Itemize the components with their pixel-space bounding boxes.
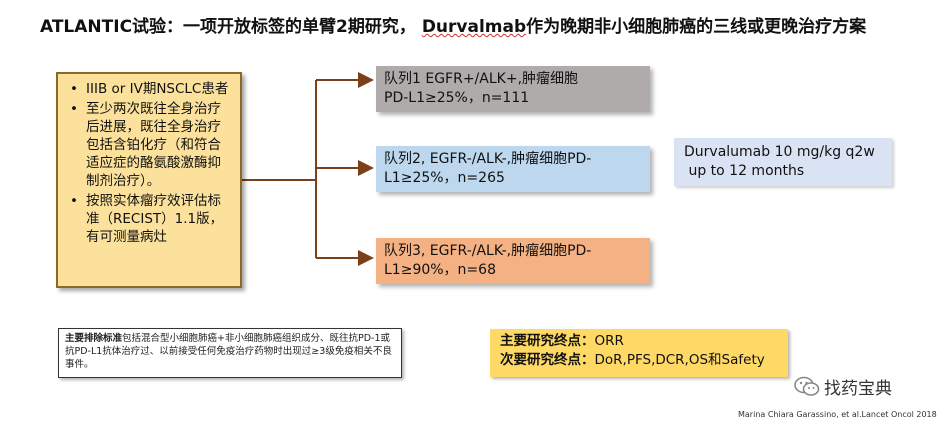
primary-endpoint-label: 主要研究终点： bbox=[500, 333, 595, 349]
cohort-3-box: 队列3, EGFR-/ALK-,肿瘤细胞PD- L1≥90%，n=68 bbox=[376, 238, 650, 284]
dose-line2: up to 12 months bbox=[684, 163, 805, 179]
inclusion-item: •按照实体瘤疗效评估标准（RECIST）1.1版，有可测量病灶 bbox=[70, 193, 224, 245]
exclusion-criteria-box: 主要排除标准包括混合型小细胞肺癌+非小细胞肺癌组织成分、既往抗PD-1或抗PD-… bbox=[58, 328, 402, 378]
wechat-icon bbox=[794, 376, 820, 396]
bullet-icon: • bbox=[70, 193, 78, 209]
dose-box: Durvalumab 10 mg/kg q2w up to 12 months bbox=[674, 138, 892, 186]
secondary-endpoint-value: DoR,PFS,DCR,OS和Safety bbox=[594, 352, 765, 368]
inclusion-item: •IIIB or IV期NSCLC患者 bbox=[70, 81, 229, 97]
endpoints-box: 主要研究终点：ORR 次要研究终点：DoR,PFS,DCR,OS和Safety bbox=[490, 329, 788, 377]
primary-endpoint: 主要研究终点：ORR bbox=[500, 332, 778, 351]
inclusion-criteria-box: •IIIB or IV期NSCLC患者 •至少两次既往全身治疗后进展，既往全身治… bbox=[56, 72, 242, 288]
cohort-2-line1: 队列2, EGFR-/ALK-,肿瘤细胞PD- bbox=[384, 151, 592, 167]
title-prefix: ATLANTIC试验：一项开放标签的单臂2期研究， bbox=[40, 17, 416, 37]
cohort-3-line2: L1≥90%，n=68 bbox=[384, 262, 496, 278]
cohort-1-line1: 队列1 EGFR+/ALK+,肿瘤细胞 bbox=[384, 71, 579, 87]
bullet-icon: • bbox=[70, 101, 78, 117]
page-title: ATLANTIC试验：一项开放标签的单臂2期研究， Durvalmab作为晚期非… bbox=[40, 12, 920, 37]
citation: Marina Chiara Garassino, et al.Lancet On… bbox=[738, 410, 937, 419]
brand-name: 找药宝典 bbox=[824, 379, 892, 399]
inclusion-list: •IIIB or IV期NSCLC患者 •至少两次既往全身治疗后进展，既往全身治… bbox=[70, 80, 234, 246]
dose-line1: Durvalumab 10 mg/kg q2w bbox=[684, 144, 875, 160]
inclusion-item: •至少两次既往全身治疗后进展，既往全身治疗包括含铂化疗（和符合适应症的酪氨酸激酶… bbox=[70, 101, 221, 189]
cohort-1-line2: PD-L1≥25%，n=111 bbox=[384, 90, 530, 106]
bullet-icon: • bbox=[70, 81, 78, 97]
exclusion-text: 包括混合型小细胞肺癌+非小细胞肺癌组织成分、既往抗PD-1或抗PD-L1抗体治疗… bbox=[65, 333, 392, 370]
cohort-2-line2: L1≥25%，n=265 bbox=[384, 170, 505, 186]
secondary-endpoint: 次要研究终点：DoR,PFS,DCR,OS和Safety bbox=[500, 351, 778, 370]
title-drug: Durvalmab bbox=[421, 17, 527, 37]
secondary-endpoint-label: 次要研究终点： bbox=[500, 352, 595, 368]
primary-endpoint-value: ORR bbox=[594, 333, 624, 349]
exclusion-label: 主要排除标准 bbox=[65, 333, 123, 344]
cohort-1-box: 队列1 EGFR+/ALK+,肿瘤细胞 PD-L1≥25%，n=111 bbox=[376, 66, 650, 112]
cohort-2-box: 队列2, EGFR-/ALK-,肿瘤细胞PD- L1≥25%，n=265 bbox=[376, 146, 650, 192]
cohort-3-line1: 队列3, EGFR-/ALK-,肿瘤细胞PD- bbox=[384, 243, 592, 259]
title-suffix: 作为晚期非小细胞肺癌的三线或更晚治疗方案 bbox=[526, 17, 867, 37]
brand-watermark: 找药宝典 bbox=[794, 374, 892, 399]
